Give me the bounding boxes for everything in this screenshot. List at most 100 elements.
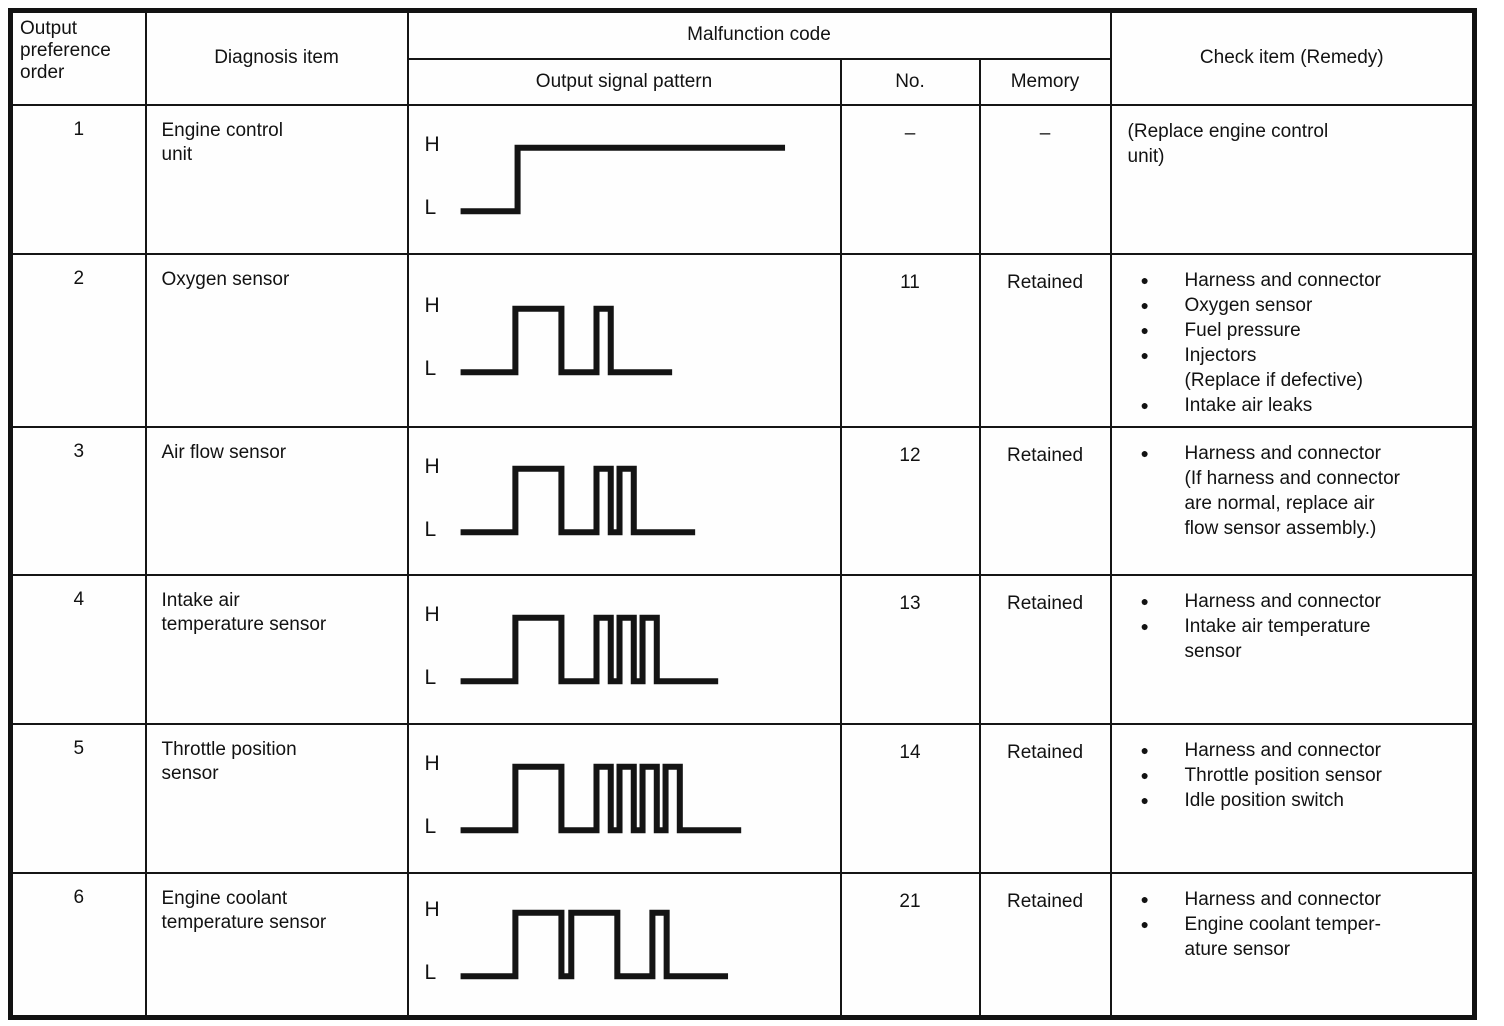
waveform-box: H L (423, 601, 839, 697)
order-cell: 5 (9, 722, 147, 874)
check-item-line: unit) (1128, 144, 1467, 169)
check-item-text: Intake air temperature (1184, 615, 1371, 637)
diagnosis-item-cell: Oxygen sensor (144, 252, 409, 428)
check-item-text: sensor (1184, 640, 1242, 662)
header-diagnosis-item: Diagnosis item (144, 9, 409, 106)
waveform-box: H L (423, 453, 839, 549)
signal-high-label: H (424, 133, 440, 156)
bullet-icon (1128, 639, 1185, 664)
waveform-path (460, 763, 741, 833)
check-item-text: Fuel pressure (1184, 319, 1301, 341)
signal-levels: H L (423, 292, 454, 388)
check-item-text: are normal, replace air (1184, 492, 1375, 514)
check-item-line: (Replace engine control (1128, 119, 1467, 144)
signal-pattern-cell: H L (406, 722, 842, 874)
memory-cell: Retained (978, 722, 1112, 874)
check-item-line: sensor (1128, 639, 1467, 664)
table-body: 1 Engine control unit H L – – (Replace e… (9, 103, 1476, 1019)
order-cell: 3 (9, 425, 147, 576)
diagnosis-item-cell: Throttle position sensor (144, 722, 409, 874)
signal-pattern-cell: H L (406, 573, 842, 725)
check-item-text: Harness and connector (1184, 590, 1381, 612)
bullet-icon: ● (1140, 346, 1149, 363)
check-item-line: ●Engine coolant temper- (1128, 912, 1467, 937)
check-item-cell: ● Harness and connector ● Throttle position… (1109, 722, 1476, 874)
check-item-cell: (Replace engine control unit) (1109, 103, 1476, 255)
header-memory: Memory (978, 57, 1112, 106)
waveform-box: H L (423, 750, 839, 846)
signal-high-label: H (424, 898, 440, 922)
signal-low-label: L (424, 666, 437, 689)
signal-levels: H L (423, 453, 454, 549)
header-output-preference: Output preference order (9, 9, 147, 106)
signal-high-label: H (424, 752, 440, 775)
header-malfunction-code: Malfunction code (406, 9, 1112, 60)
signal-levels: H L (423, 896, 454, 992)
bullet-icon: ● (1140, 592, 1149, 609)
check-item-line: (Replace if defective) (1128, 368, 1467, 393)
check-item-text: (Replace engine control (1127, 120, 1329, 142)
table-row: 1 Engine control unit H L – – (Replace e… (9, 103, 1476, 255)
waveform-path (460, 614, 718, 684)
signal-low-label: L (424, 961, 437, 985)
bullet-icon: ● (1140, 296, 1149, 313)
bullet-icon: ● (1140, 791, 1149, 808)
signal-waveform (460, 465, 695, 536)
table-row: 2 Oxygen sensor H L 11 Retained ●Harness… (9, 252, 1476, 428)
check-item-line: ●Harness and connector (1128, 441, 1467, 466)
check-item-text: Harness and connector (1184, 739, 1381, 761)
code-no-cell: 11 (839, 252, 981, 428)
check-item-text: flow sensor assembly.) (1184, 517, 1377, 539)
bullet-icon (1128, 516, 1185, 541)
table-row: 3 Air flow sensor H L 12 Retained ●Harne… (9, 425, 1476, 576)
code-no-cell: 14 (839, 722, 981, 874)
signal-high-label: H (424, 454, 440, 478)
bullet-icon: ● (1140, 766, 1149, 783)
waveform-path (460, 305, 672, 375)
signal-high-label: H (424, 603, 440, 626)
diagnosis-item-cell: Air flow sensor (144, 425, 409, 576)
code-no-cell: 12 (839, 425, 981, 576)
signal-pattern-cell: H L (406, 425, 842, 576)
check-item-line: ●Harness and connector (1128, 887, 1467, 912)
order-cell: 2 (9, 252, 147, 428)
waveform-box: H L (423, 131, 839, 227)
diagnosis-code-table: Output preference order Diagnosis item M… (8, 8, 1478, 1020)
check-item-text: Harness and connector (1184, 269, 1381, 291)
header-no: No. (839, 57, 981, 106)
check-item-line: ●Intake air leaks (1128, 393, 1467, 418)
check-item-line: ● Harness and connector (1128, 738, 1467, 763)
signal-levels: H L (423, 131, 454, 227)
check-item-cell: ●Harness and connector●Oxygen sensor●Fue… (1109, 252, 1476, 428)
check-item-text: Engine coolant temper- (1184, 913, 1381, 935)
check-item-cell: ●Harness and connector(If harness and co… (1109, 425, 1476, 576)
signal-waveform (460, 763, 741, 833)
signal-pattern-cell: H L (406, 871, 842, 1019)
check-item-text: Harness and connector (1184, 442, 1381, 464)
waveform-box: H L (423, 896, 839, 992)
order-cell: 6 (9, 871, 147, 1019)
check-item-text: Throttle position sensor (1184, 764, 1383, 786)
check-item-text: unit) (1127, 145, 1165, 167)
check-item-text: Idle position switch (1184, 789, 1344, 811)
bullet-icon (1128, 491, 1185, 516)
waveform-box: H L (423, 292, 839, 388)
check-item-text: (Replace if defective) (1184, 369, 1363, 391)
signal-waveform (460, 305, 672, 375)
memory-cell: Retained (978, 573, 1112, 725)
check-item-text: Harness and connector (1184, 888, 1381, 910)
check-item-line: ●Fuel pressure (1128, 318, 1467, 343)
order-cell: 4 (9, 573, 147, 725)
check-item-text: (If harness and connector (1184, 467, 1400, 489)
check-item-line: ● Throttle position sensor (1128, 763, 1467, 788)
waveform-path (460, 909, 728, 980)
bullet-icon (1128, 937, 1185, 962)
signal-high-label: H (424, 294, 440, 317)
bullet-icon: ● (1140, 741, 1149, 758)
table-row: 6 Engine coolant temperature sensor H L … (9, 871, 1476, 1019)
table-header: Output preference order Diagnosis item M… (9, 9, 1476, 106)
diagnosis-item-cell: Intake air temperature sensor (144, 573, 409, 725)
check-item-line: (If harness and connector (1128, 466, 1467, 491)
table-row: 5 Throttle position sensor H L 14 Retain… (9, 722, 1476, 874)
